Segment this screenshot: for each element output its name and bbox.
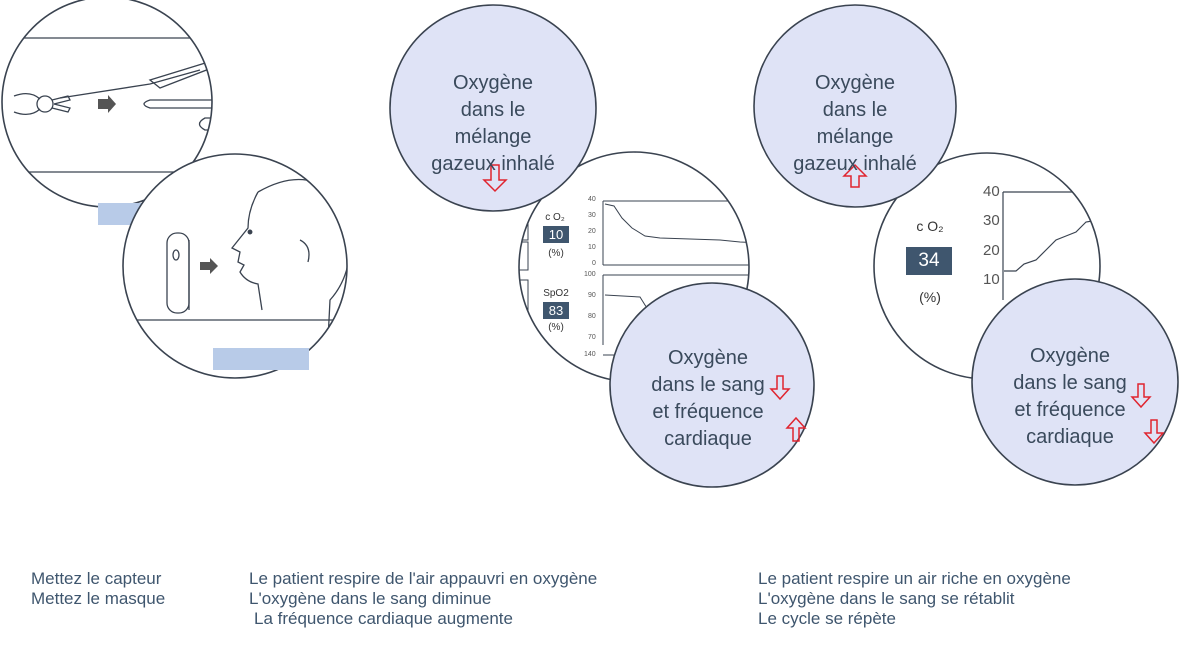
bubble-line: Oxygène bbox=[667, 347, 749, 369]
step3-captions: Le patient respire un air riche en oxygè… bbox=[758, 569, 1071, 629]
co2-tick: 40 bbox=[983, 183, 1000, 200]
bubble-line: gazeux inhalé bbox=[431, 153, 555, 175]
blood-oxygen-bubble-low bbox=[609, 282, 815, 488]
bubble-line: cardiaque bbox=[664, 428, 752, 450]
spo2-unit: (%) bbox=[548, 322, 564, 333]
co2-value: 10 bbox=[543, 226, 569, 243]
inhaled-oxygen-text-low: Oxygène dans le mélange gazeux inhalé bbox=[420, 70, 566, 178]
co2-tick: 30 bbox=[588, 212, 596, 219]
step1-captions: Mettez le capteur Mettez le masque bbox=[31, 569, 165, 609]
caption-line: La fréquence cardiaque augmente bbox=[254, 609, 513, 628]
blood-oxygen-bubble-high bbox=[971, 278, 1179, 486]
spo2-label: SpO2 bbox=[543, 288, 569, 299]
co2-tick: 20 bbox=[983, 242, 1000, 259]
co2-label: c O₂ bbox=[545, 212, 565, 223]
spo2-tick: 90 bbox=[588, 292, 596, 299]
arrow-down-icon bbox=[1130, 383, 1152, 409]
co2-unit: (%) bbox=[919, 289, 941, 305]
sensor-clip-icon bbox=[13, 92, 71, 116]
mask-icon bbox=[166, 232, 190, 314]
co2-tick: 40 bbox=[588, 196, 596, 203]
caption-line: Le cycle se répète bbox=[758, 609, 896, 628]
co2-tick: 0 bbox=[592, 260, 596, 267]
arrow-right-icon bbox=[98, 95, 116, 113]
spo2-tick: 100 bbox=[584, 271, 596, 278]
bubble-line: Oxygène bbox=[1029, 345, 1111, 367]
co2-tick: 30 bbox=[983, 212, 1000, 229]
label-pad bbox=[213, 348, 309, 370]
inhaled-oxygen-bubble-low bbox=[389, 4, 597, 212]
co2-label: c O₂ bbox=[916, 218, 944, 234]
inhaled-oxygen-bubble-high bbox=[753, 4, 957, 208]
blood-oxygen-text-high: Oxygène dans le sang et fréquence cardia… bbox=[1000, 343, 1140, 451]
hr-tick: 140 bbox=[584, 351, 596, 358]
arrow-down-icon bbox=[1143, 419, 1165, 445]
arrow-up-icon bbox=[842, 163, 868, 188]
bubble-line: dans le mélange bbox=[816, 99, 894, 148]
arrow-up-icon bbox=[785, 416, 807, 442]
caption-line: Le patient respire un air riche en oxygè… bbox=[758, 569, 1071, 588]
bubble-line: Oxygène bbox=[452, 72, 534, 94]
caption-line: Mettez le capteur bbox=[31, 569, 162, 588]
co2-tick: 10 bbox=[588, 244, 596, 251]
bubble-line: cardiaque bbox=[1026, 426, 1114, 448]
bubble-line: dans le mélange bbox=[454, 99, 532, 148]
caption-line: L'oxygène dans le sang se rétablit bbox=[758, 589, 1015, 608]
bubble-line: et fréquence bbox=[1014, 399, 1126, 421]
caption-line: Le patient respire de l'air appauvri en … bbox=[249, 569, 598, 588]
caption-line: L'oxygène dans le sang diminue bbox=[249, 589, 492, 608]
bubble-line: et fréquence bbox=[652, 401, 764, 423]
arrow-down-icon bbox=[482, 164, 508, 193]
spo2-tick: 80 bbox=[588, 313, 596, 320]
spo2-value: 83 bbox=[543, 302, 569, 319]
arrow-right-icon bbox=[200, 258, 218, 274]
mask-circle bbox=[122, 153, 348, 379]
spo2-tick: 70 bbox=[588, 334, 596, 341]
bubble-line: Oxygène bbox=[814, 72, 896, 94]
step2-captions: Le patient respire de l'air appauvri en … bbox=[249, 569, 597, 629]
co2-tick: 10 bbox=[983, 271, 1000, 288]
bubble-line: gazeux inhalé bbox=[793, 153, 917, 175]
bubble-line: dans le sang bbox=[1013, 372, 1127, 394]
arrow-down-icon bbox=[769, 375, 791, 401]
co2-tick: 20 bbox=[588, 228, 596, 235]
co2-value: 34 bbox=[906, 247, 952, 275]
co2-unit: (%) bbox=[548, 248, 564, 259]
inhaled-oxygen-text-high: Oxygène dans le mélange gazeux inhalé bbox=[782, 70, 928, 178]
co2-trace-low bbox=[604, 203, 749, 244]
co2-trace-high bbox=[1004, 219, 1100, 272]
bubble-line: dans le sang bbox=[651, 374, 765, 396]
blood-oxygen-text-low: Oxygène dans le sang et fréquence cardia… bbox=[638, 345, 778, 453]
caption-line: Mettez le masque bbox=[31, 589, 166, 608]
